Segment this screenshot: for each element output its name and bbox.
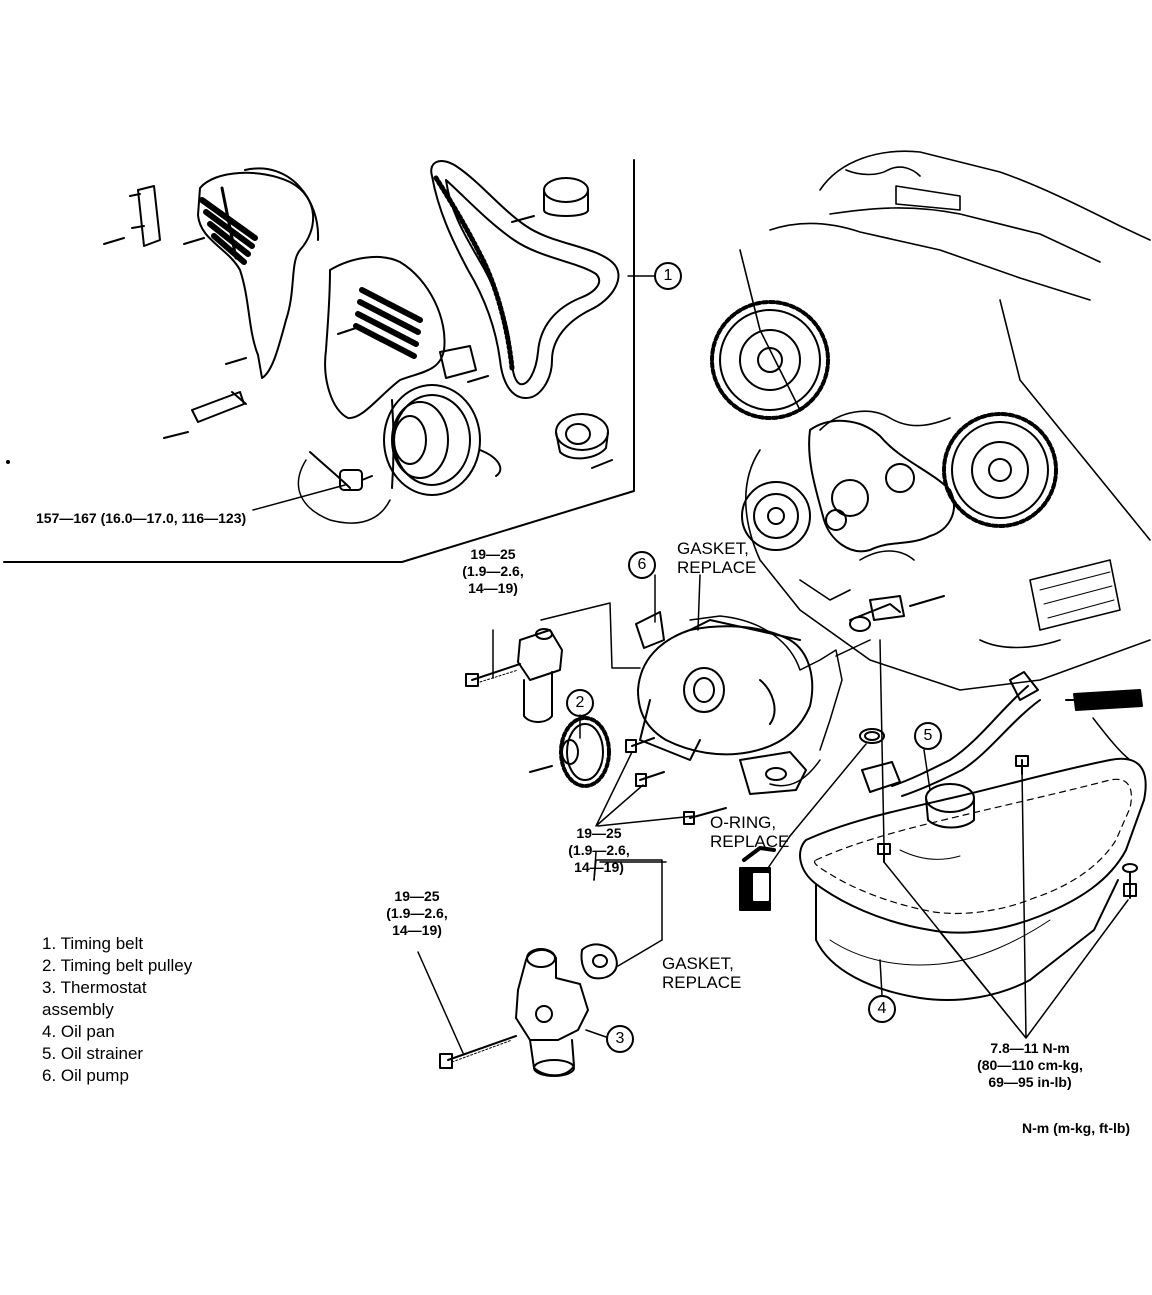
note-line: REPLACE (662, 973, 742, 992)
engine-block (739, 150, 1151, 691)
sealant-tube (1065, 689, 1143, 711)
torque-line: 19—25 (470, 546, 516, 562)
note-line: REPLACE (677, 558, 757, 577)
torque-line: (80—110 cm-kg, (977, 1057, 1083, 1073)
tensioner-body (517, 628, 563, 723)
legend-item: 6. Oil pump (42, 1066, 129, 1085)
note-gasket-thermostat: GASKET, REPLACE (662, 954, 741, 992)
cover-bracket (129, 185, 161, 247)
torque-line: 19—25 (576, 825, 622, 841)
callout-number-1: 1 (663, 267, 673, 284)
callout-number-3: 3 (615, 1030, 625, 1047)
oil-pan-bolts (877, 755, 1138, 899)
timing-belt (430, 160, 620, 399)
torque-line: 14—19) (392, 922, 442, 938)
legend-item: 2. Timing belt pulley (42, 956, 193, 975)
callout-number-2: 2 (575, 694, 585, 711)
note-line: GASKET, (677, 539, 749, 558)
torque-line: 7.8—11 N-m (990, 1040, 1070, 1056)
upper-timing-cover (197, 167, 320, 379)
parts-legend: 1. Timing belt 2. Timing belt pulley 3. … (42, 933, 192, 1087)
oil-pump-pickup-flange (739, 751, 807, 795)
camshaft-sprocket-right (942, 412, 1058, 528)
leader-lines (252, 275, 1131, 1054)
small-bolts (103, 215, 613, 469)
torque-line: (1.9—2.6, (568, 842, 630, 858)
torque-line: 14—19) (468, 580, 518, 596)
stray-mark (6, 460, 10, 464)
callout-number-6: 6 (637, 556, 647, 573)
timing-belt-pulley (529, 716, 611, 788)
torque-label-crank-bolt: 157—167 (16.0—17.0, 116—123) (36, 510, 247, 526)
note-o-ring: O-RING, REPLACE (710, 813, 789, 851)
tensioner-bolt (465, 663, 521, 687)
engine-pulley (741, 481, 811, 551)
thermostat-bolt (439, 1035, 517, 1069)
sealant-brush-icon (739, 846, 776, 911)
legend-item: assembly (42, 1000, 114, 1019)
lower-timing-cover (324, 255, 446, 420)
water-pump (808, 419, 955, 632)
torque-line: (1.9—2.6, (386, 905, 448, 921)
inset-tensioner (555, 413, 609, 460)
idler-pulley (543, 177, 589, 217)
torque-label-oil-pan: 7.8—11 N-m (80—110 cm-kg, 69—95 in-lb) (968, 1040, 1092, 1091)
crank-key-and-bolt (297, 449, 502, 524)
torque-line: 14—19) (574, 859, 624, 875)
note-line: REPLACE (710, 832, 790, 851)
callout-number-4: 4 (877, 1000, 887, 1017)
inset-boundary (3, 159, 635, 563)
note-line: GASKET, (662, 954, 734, 973)
torque-line: 69—95 in-lb) (988, 1074, 1072, 1090)
torque-label-thermostat: 19—25 (1.9—2.6, 14—19) (374, 888, 460, 939)
torque-line: (1.9—2.6, (462, 563, 524, 579)
thermostat-gasket (580, 943, 618, 980)
callout-circles (566, 262, 942, 1053)
crank-pulley (383, 384, 481, 496)
note-gasket-oil-pump: GASKET, REPLACE (677, 539, 756, 577)
note-line: O-RING, (710, 813, 777, 832)
legend-item: 5. Oil strainer (42, 1044, 144, 1063)
callout-number-5: 5 (923, 727, 933, 744)
o-ring (859, 728, 885, 744)
torque-line: 19—25 (394, 888, 440, 904)
thermostat-assembly (515, 948, 589, 1077)
legend-item: 4. Oil pan (42, 1022, 115, 1041)
oil-pump (635, 611, 814, 761)
torque-label-tensioner: 19—25 (1.9—2.6, 14—19) (450, 546, 536, 597)
camshaft-sprocket-left (710, 300, 830, 420)
oil-pan (799, 757, 1147, 1001)
oil-strainer (861, 671, 1041, 829)
units-note: N-m (m-kg, ft-lb) (1022, 1120, 1131, 1136)
cover-lower-bracket (191, 345, 477, 423)
oil-pump-bolts (625, 737, 727, 825)
legend-item: 1. Timing belt (42, 934, 144, 953)
legend-item: 3. Thermostat (42, 978, 147, 997)
torque-label-oil-pump: 19—25 (1.9—2.6, 14—19) (556, 825, 642, 876)
oil-pump-gasket (689, 615, 843, 787)
